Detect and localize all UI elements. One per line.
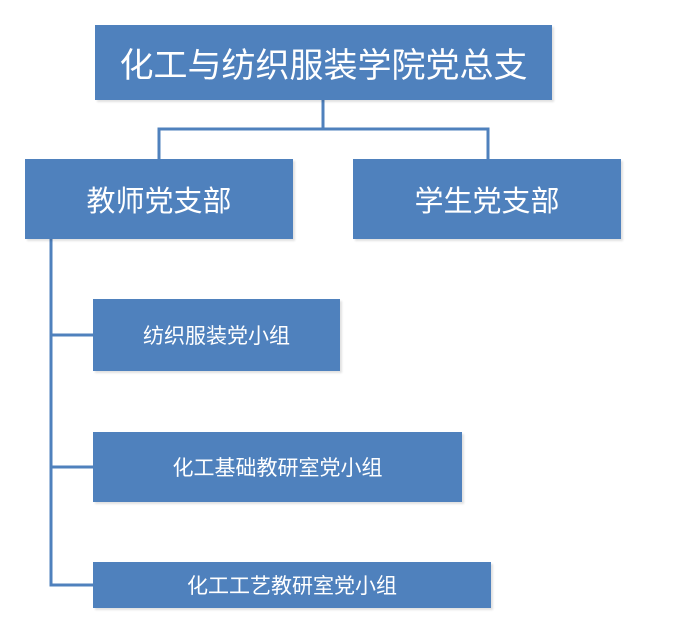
root-node-label: 化工与纺织服装学院党总支	[119, 46, 528, 86]
group-node-chem-basic: 化工基础教研室党小组	[93, 432, 462, 502]
group-node-chem-basic-label: 化工基础教研室党小组	[172, 456, 383, 480]
branch-node-teacher: 教师党支部	[25, 159, 293, 239]
branch-node-student: 学生党支部	[353, 159, 621, 239]
root-node: 化工与纺织服装学院党总支	[95, 25, 552, 100]
group-node-chem-tech-label: 化工工艺教研室党小组	[187, 574, 397, 598]
group-node-textile-label: 纺织服装党小组	[143, 324, 290, 348]
branch-node-teacher-label: 教师党支部	[86, 184, 232, 218]
branch-node-student-label: 学生党支部	[414, 184, 560, 218]
group-node-textile: 纺织服装党小组	[93, 299, 340, 371]
group-node-chem-tech: 化工工艺教研室党小组	[93, 562, 491, 608]
